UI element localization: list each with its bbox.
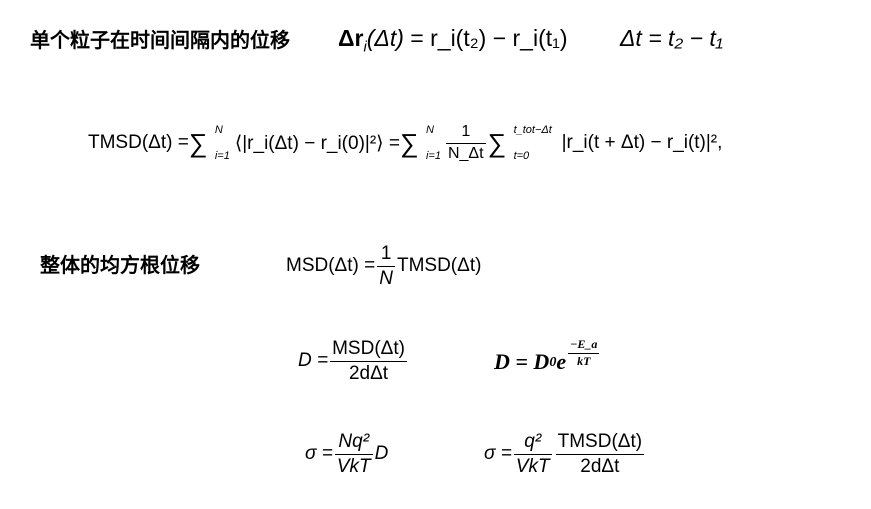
sigma1-frac-num: Nq²: [334, 430, 373, 455]
d-label: D =: [298, 350, 329, 371]
sigma2-fraction-2: TMSD(Δt) 2dΔt: [555, 431, 645, 478]
sum3-bottom: t=0: [513, 149, 530, 162]
sigma2-label: σ =: [484, 443, 512, 464]
tmsd-mid: ⟨|r_i(Δt) − r_i(0)|²⟩ =: [234, 132, 400, 154]
tmsd-frac-num: 1: [445, 123, 486, 144]
sigma2-num1-text: q²: [524, 430, 542, 452]
equation-time-interval: Δt = t₂ − t₁: [620, 25, 723, 52]
msd-fraction: 1 N: [377, 243, 395, 290]
eq1-sub: i: [363, 39, 367, 56]
tmsd-tail: |r_i(t + Δt) − r_i(t)|²,: [561, 132, 723, 153]
d2-e: e: [556, 349, 567, 374]
msd-frac-num: 1: [377, 243, 395, 267]
sigma1-num-text: Nq²: [338, 430, 370, 452]
tmsd-fraction: 1 N_Δt: [445, 123, 486, 163]
sigma1-label: σ =: [305, 443, 333, 464]
tmsd-frac-den: N_Δt: [447, 144, 484, 162]
sigma2-frac2-den: 2dΔt: [580, 455, 620, 477]
sigma1-tail: D: [374, 443, 389, 464]
d2-text: D = D: [494, 349, 550, 374]
d2-sub: 0: [549, 353, 557, 370]
d2-exp-num: −E_a: [568, 337, 600, 354]
sigma2-den1-text: VkT: [515, 455, 550, 477]
sigma2-fraction-1: q² VkT: [513, 430, 552, 478]
d2-exp-den: kT: [577, 353, 591, 368]
sum2-top: N: [425, 123, 434, 136]
sum3-top: t_tot−Δt: [513, 123, 552, 136]
sigma2-frac1-den: VkT: [514, 455, 552, 478]
sum1-top: N: [214, 123, 223, 136]
d-frac-num: MSD(Δt): [330, 338, 407, 362]
sigma2-frac2-num: TMSD(Δt): [555, 431, 645, 455]
equation-displacement: Δri(Δt) = r_i(t₂) − r_i(t₁): [338, 25, 568, 56]
d-fraction: MSD(Δt) 2dΔt: [330, 338, 407, 385]
sum2-bottom: i=1: [425, 149, 441, 162]
sigma2-frac1-num: q²: [513, 430, 552, 455]
heading-ensemble: 整体的均方根位移: [40, 253, 200, 277]
d2-exponent: −E_a kT: [568, 337, 600, 369]
tmsd-label: TMSD(Δt) =: [88, 132, 189, 153]
eq1b-text: Δt = t₂ − t₁: [620, 25, 724, 51]
eq1-lhs: Δr: [338, 25, 364, 51]
sum1-bottom: i=1: [214, 149, 230, 162]
eq1-arg: (Δt): [366, 25, 404, 51]
heading-single-particle: 单个粒子在时间间隔内的位移: [30, 28, 290, 52]
sigma1-fraction: Nq² VkT: [334, 430, 373, 478]
d-frac-den: 2dΔt: [348, 362, 389, 384]
equation-sigma-1: σ = Nq² VkT D: [305, 426, 388, 482]
msd-frac-den: N: [377, 267, 395, 290]
equation-msd: MSD(Δt) = 1 N TMSD(Δt): [286, 240, 481, 292]
msd-den-text: N: [379, 267, 393, 289]
equation-diffusion: D = MSD(Δt) 2dΔt: [298, 333, 409, 389]
sigma1-frac-den: VkT: [335, 455, 373, 478]
sigma1-den-text: VkT: [336, 455, 371, 477]
msd-tail: TMSD(Δt): [396, 255, 482, 276]
equation-sigma-2: σ = q² VkT TMSD(Δt) 2dΔt: [484, 426, 646, 482]
msd-label: MSD(Δt) =: [286, 255, 376, 276]
eq1-rhs: = r_i(t₂) − r_i(t₁): [410, 25, 568, 51]
